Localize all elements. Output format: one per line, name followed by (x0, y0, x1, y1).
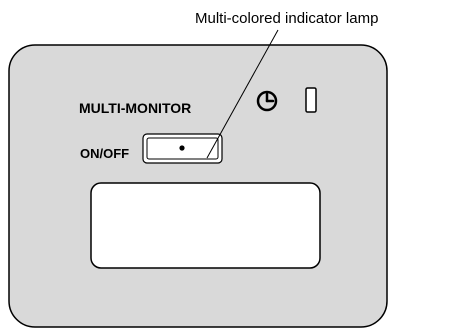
clock-icon (256, 90, 278, 112)
display-window (90, 182, 321, 269)
button-dot (179, 145, 185, 151)
on-off-button[interactable] (142, 133, 223, 164)
indicator-lamp (305, 87, 317, 113)
callout-label: Multi-colored indicator lamp (195, 10, 378, 27)
on-off-label: ON/OFF (80, 146, 129, 161)
multi-monitor-label: MULTI-MONITOR (79, 100, 191, 116)
callout-leader-line (206, 29, 279, 159)
